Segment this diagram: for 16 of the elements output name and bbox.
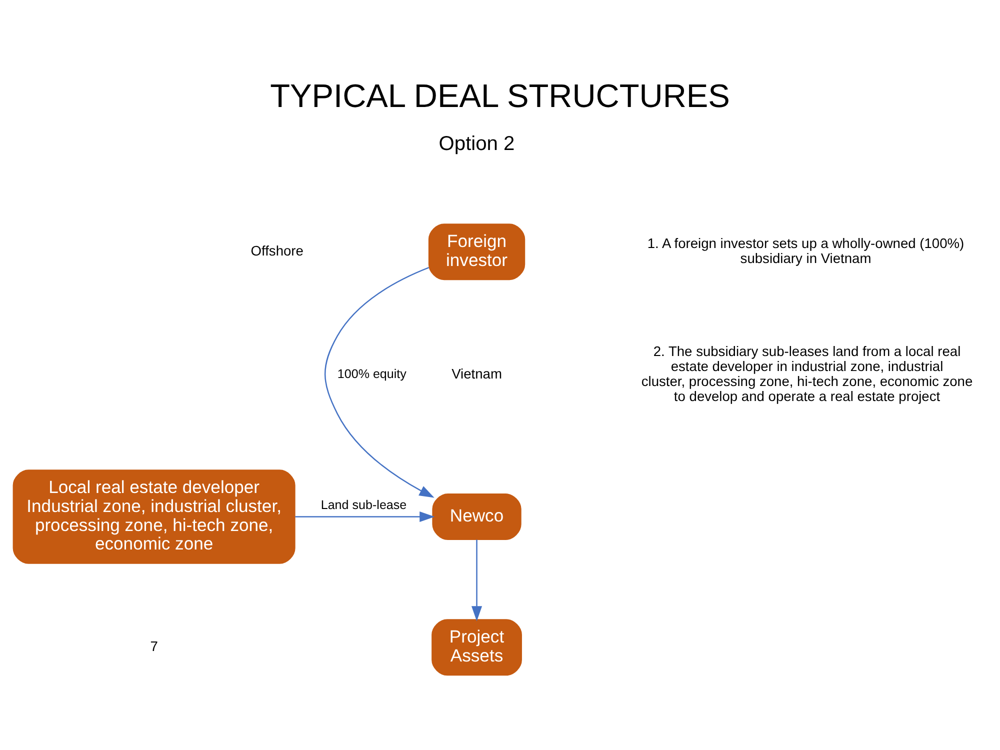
- node-box: Foreign investor: [428, 223, 526, 280]
- diagram-title: TYPICAL DEAL STRUCTURES: [270, 76, 730, 114]
- label: Vietnam: [452, 364, 502, 381]
- edge-label: Land sub-lease: [320, 498, 407, 512]
- edge-label: 100% equity: [337, 366, 406, 381]
- label: Option 2: [438, 132, 515, 154]
- arrow: [472, 539, 482, 621]
- label: Offshore: [250, 242, 304, 258]
- node-box: Local real estate developer Industrial zone, industrial cluster, processing zone, hi-tech zone, economic zone: [12, 469, 296, 564]
- arrow: [295, 510, 435, 522]
- label: 2. The subsidiary sub-leases land from a local real estate developer in industrial zone, industrial cluster, processing zone, hi-tech zone, economic zone to develop and operate a real estate project: [641, 342, 973, 404]
- node-box: Project Assets: [432, 618, 522, 676]
- label: 1. A foreign investor sets up a wholly-owned (100%) subsidiary in Vietnam: [647, 234, 964, 266]
- node-box: Newco: [432, 493, 522, 540]
- arrow: [324, 266, 434, 498]
- label: 7: [150, 637, 158, 654]
